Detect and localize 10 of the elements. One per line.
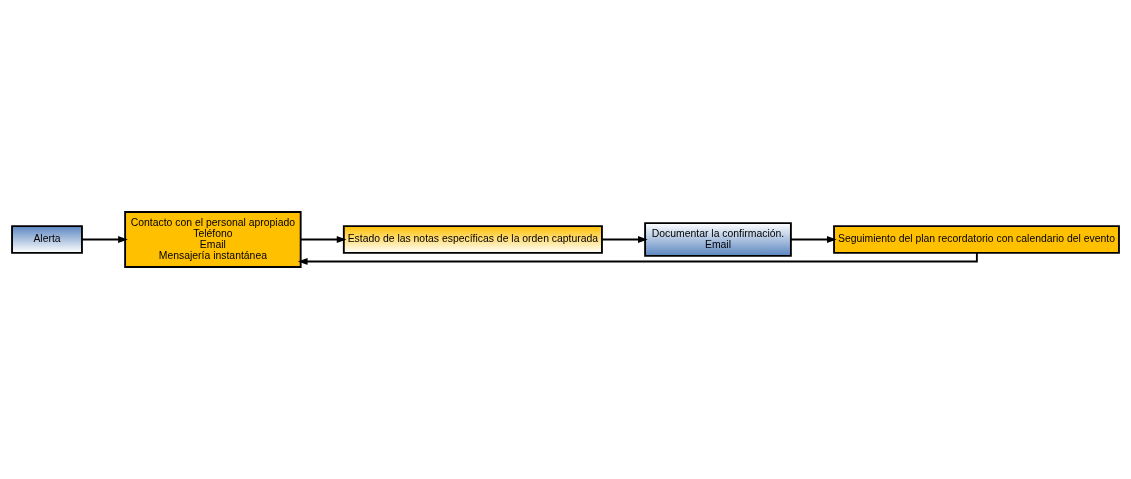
arrow xyxy=(81,236,128,243)
arrow xyxy=(300,236,347,243)
arrow xyxy=(601,236,648,243)
node-box: Contacto con el personal apropiado Teléfono Email Mensajería instantánea xyxy=(124,211,302,268)
arrow xyxy=(790,236,837,243)
node-box: Alerta xyxy=(11,225,83,254)
arrow xyxy=(297,252,978,265)
node-box: Documentar la confirmación. Email xyxy=(644,222,792,257)
node-box: Estado de las notas específicas de la orden capturada xyxy=(342,225,603,254)
node-box: Seguimiento del plan recordatorio con calendario del evento xyxy=(833,225,1120,254)
